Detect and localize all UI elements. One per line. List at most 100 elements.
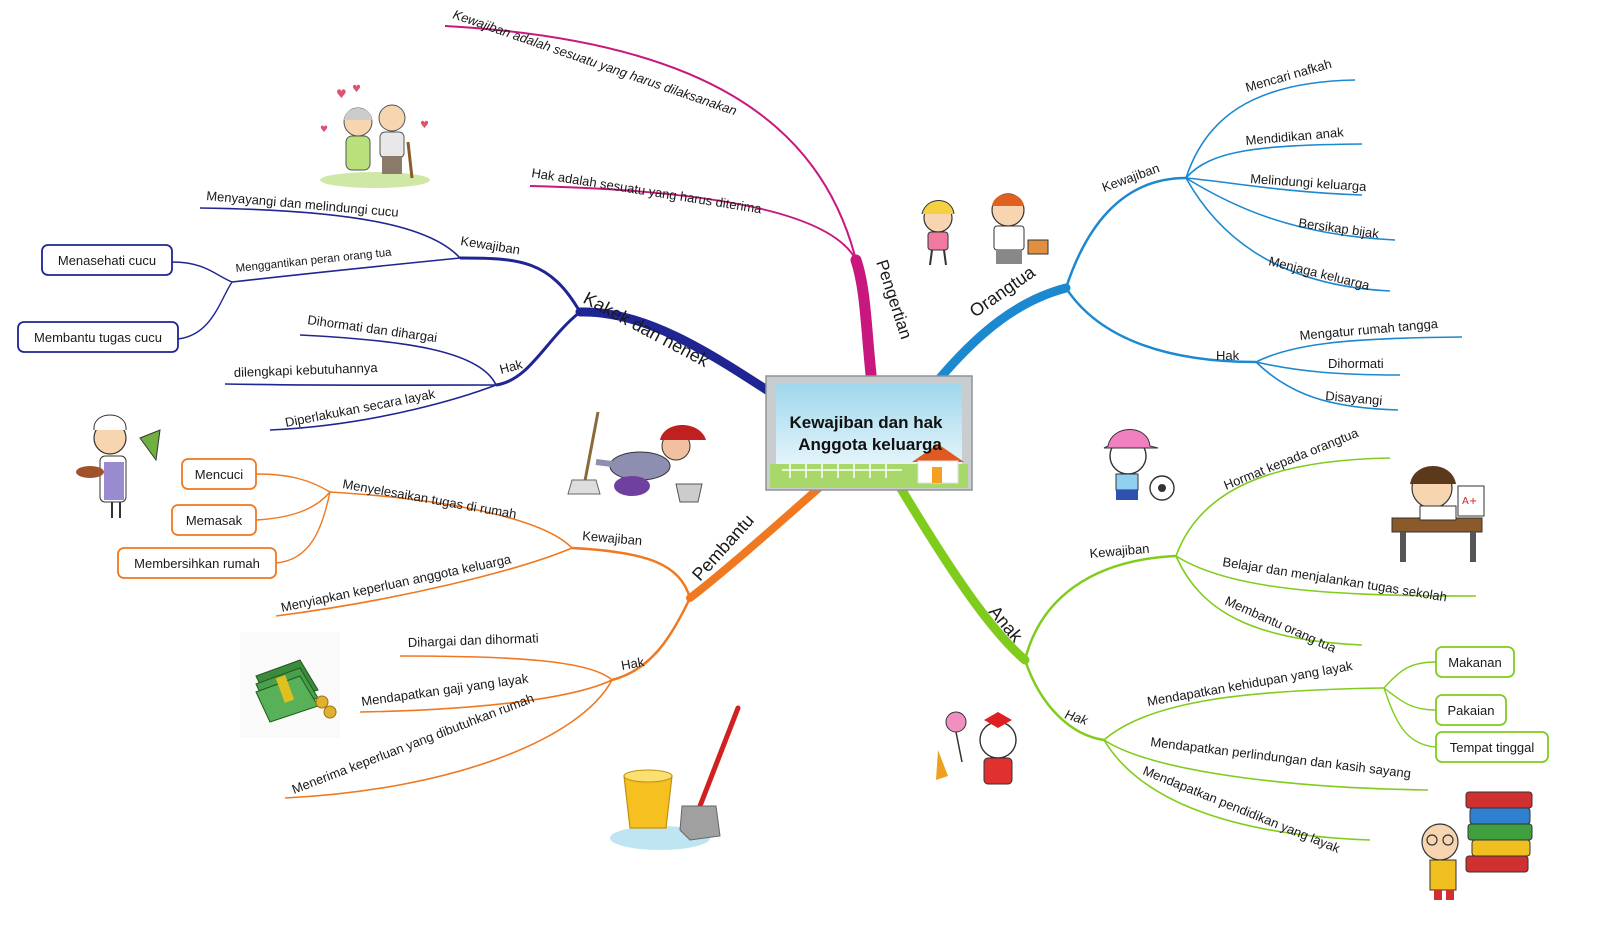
girl-with-lollipop-illustration-icon (936, 711, 1017, 785)
connector-kakek-k1 (199, 207, 461, 259)
pembantu-hak-item: Dihargai dan dihormati (408, 630, 539, 650)
anak-subitem-text: Tempat tinggal (1450, 740, 1535, 755)
connector-ot-k3 (1185, 177, 1363, 196)
kakek-subitem-text: Menasehati cucu (58, 253, 156, 268)
kakek-kewajiban-item: Menyayangi dan melindungi cucu (206, 188, 400, 220)
branch-pengertian: Pengertian Kewajiban adalah sesuatu yang… (444, 7, 916, 390)
parents-illustration-icon (921, 193, 1049, 266)
connector-kakek-h1 (299, 334, 497, 386)
central-topic: Kewajiban dan hak Anggota keluarga (765, 375, 973, 491)
orangtua-hak-item: Mengatur rumah tangga (1299, 316, 1439, 343)
chef-illustration-icon (76, 414, 161, 518)
connector-pembantu-hak (611, 597, 692, 682)
connector-kakek-main (575, 307, 795, 410)
anak-hak-item: Mendapatkan perlindungan dan kasih sayan… (1150, 734, 1412, 781)
pembantu-subitem-text: Mencuci (195, 467, 244, 482)
anak-kewajiban-item: Belajar dan menjalankan tugas sekolah (1222, 554, 1448, 604)
connector-kakek-kewajiban (459, 256, 582, 313)
orangtua-kewajiban-item: Melindungi keluarga (1250, 171, 1368, 194)
connector-anak-main (895, 482, 1030, 665)
connector-ak-h2 (1103, 739, 1429, 791)
orangtua-kewajiban-label: Kewajiban (1100, 160, 1162, 195)
connector-kakek-sub2 (177, 281, 233, 340)
kakek-subitem-box: Membantu tugas cucu (17, 321, 179, 353)
anak-subitem-box: Makanan (1435, 646, 1515, 678)
connector-pengertian-main (850, 254, 878, 390)
kakek-kewajiban-label: Kewajiban (460, 233, 522, 257)
pembantu-kewajiban-label: Kewajiban (582, 528, 643, 548)
connector-ot-k1 (1185, 79, 1356, 179)
kakek-label: Kakek dan nenek (580, 288, 713, 371)
svg-text:♥: ♥ (320, 125, 328, 135)
connector-ot-k5 (1185, 177, 1391, 292)
anak-subitem-text: Makanan (1448, 655, 1501, 670)
connector-ak-sub3 (1383, 687, 1437, 748)
connector-anak-hak (1023, 659, 1105, 742)
kakek-subitem-text: Membantu tugas cucu (34, 330, 162, 345)
house-icon (912, 444, 964, 484)
pembantu-kewajiban-item: Menyiapkan keperluan anggota keluarga (280, 551, 514, 615)
orangtua-kewajiban-item: Bersikap bijak (1298, 215, 1381, 241)
bucket-mop-illustration-icon (610, 705, 741, 850)
orangtua-hak-item: Disayangi (1325, 388, 1383, 408)
central-title-line2: Anggota keluarga (798, 435, 942, 454)
connector-hak-def (529, 185, 857, 261)
connector-ot-h3 (1255, 361, 1399, 411)
anak-kewajiban-label: Kewajiban (1089, 541, 1150, 561)
kakek-subitem-box: Menasehati cucu (41, 244, 173, 276)
svg-text:♥: ♥ (420, 120, 429, 131)
connector-ot-h2 (1255, 361, 1401, 376)
anak-kewajiban-item: Hormat kepada orangtua (1222, 425, 1362, 493)
connector-ak-h3 (1103, 739, 1371, 841)
anak-hak-label: Hak (1063, 707, 1091, 729)
connector-kakek-hak (495, 310, 581, 387)
pengertian-label: Pengertian (872, 257, 915, 341)
connector-pembantu-main (686, 483, 824, 602)
connector-ot-h1 (1255, 336, 1463, 363)
connector-ak-k3 (1175, 555, 1363, 646)
anak-subitem-text: Pakaian (1448, 703, 1495, 718)
boy-with-books-illustration-icon (1421, 791, 1533, 900)
connector-pb-sub2 (255, 491, 331, 521)
connector-ak-sub2 (1383, 687, 1437, 711)
orangtua-kewajiban-item: Mencari nafkah (1244, 56, 1334, 95)
connector-orangtua-hak (1064, 287, 1257, 364)
pembantu-subitem-text: Memasak (186, 513, 243, 528)
connector-pb-k1 (329, 491, 573, 549)
connector-kakek-h3 (269, 384, 497, 431)
connector-orangtua-main (930, 283, 1071, 389)
connector-pb-sub1 (255, 473, 331, 493)
svg-text:A+: A+ (1462, 496, 1477, 507)
pembantu-subitem-box: Memasak (171, 504, 257, 536)
connector-kakek-h2 (224, 383, 497, 387)
pembantu-kewajiban-item: Menyelesaikan tugas di rumah (341, 476, 517, 521)
anak-hak-item: Mendapatkan kehidupan yang layak (1146, 658, 1354, 709)
connector-kewajiban-def (444, 25, 857, 261)
branch-kakek-nenek: Kakek dan nenek Kewajiban Hak Menyayangi… (17, 188, 795, 431)
connector-pb-sub3 (275, 491, 331, 564)
connector-ak-sub1 (1383, 661, 1437, 689)
connector-ak-h1 (1103, 687, 1385, 741)
connector-kakek-k2 (231, 257, 461, 283)
kakek-hak-item: dilengkapi kebutuhannya (234, 360, 379, 380)
connector-pb-h3 (284, 679, 613, 799)
anak-subitem-box: Tempat tinggal (1435, 731, 1549, 763)
kakek-hak-item: Diperlakukan secara layak (284, 386, 437, 430)
boy-with-ball-illustration-icon (1103, 429, 1175, 501)
connector-pb-h1 (399, 655, 613, 681)
orangtua-hak-item: Dihormati (1328, 356, 1384, 371)
kakek-hak-label: Hak (498, 356, 525, 377)
connector-anak-kewajiban (1023, 554, 1177, 661)
orangtua-label: Orangtua (966, 261, 1040, 321)
pembantu-subitem-box: Mencuci (181, 458, 257, 490)
pembantu-hak-label: Hak (620, 654, 646, 673)
connector-ak-k2 (1175, 555, 1477, 597)
girl-studying-illustration-icon: A+ (1391, 466, 1485, 562)
connector-pb-h2 (359, 679, 613, 713)
svg-text:♥: ♥ (336, 87, 347, 101)
money-illustration-icon (240, 632, 340, 738)
connector-ak-k1 (1175, 457, 1391, 557)
connector-orangtua-kewajiban (1064, 176, 1187, 289)
